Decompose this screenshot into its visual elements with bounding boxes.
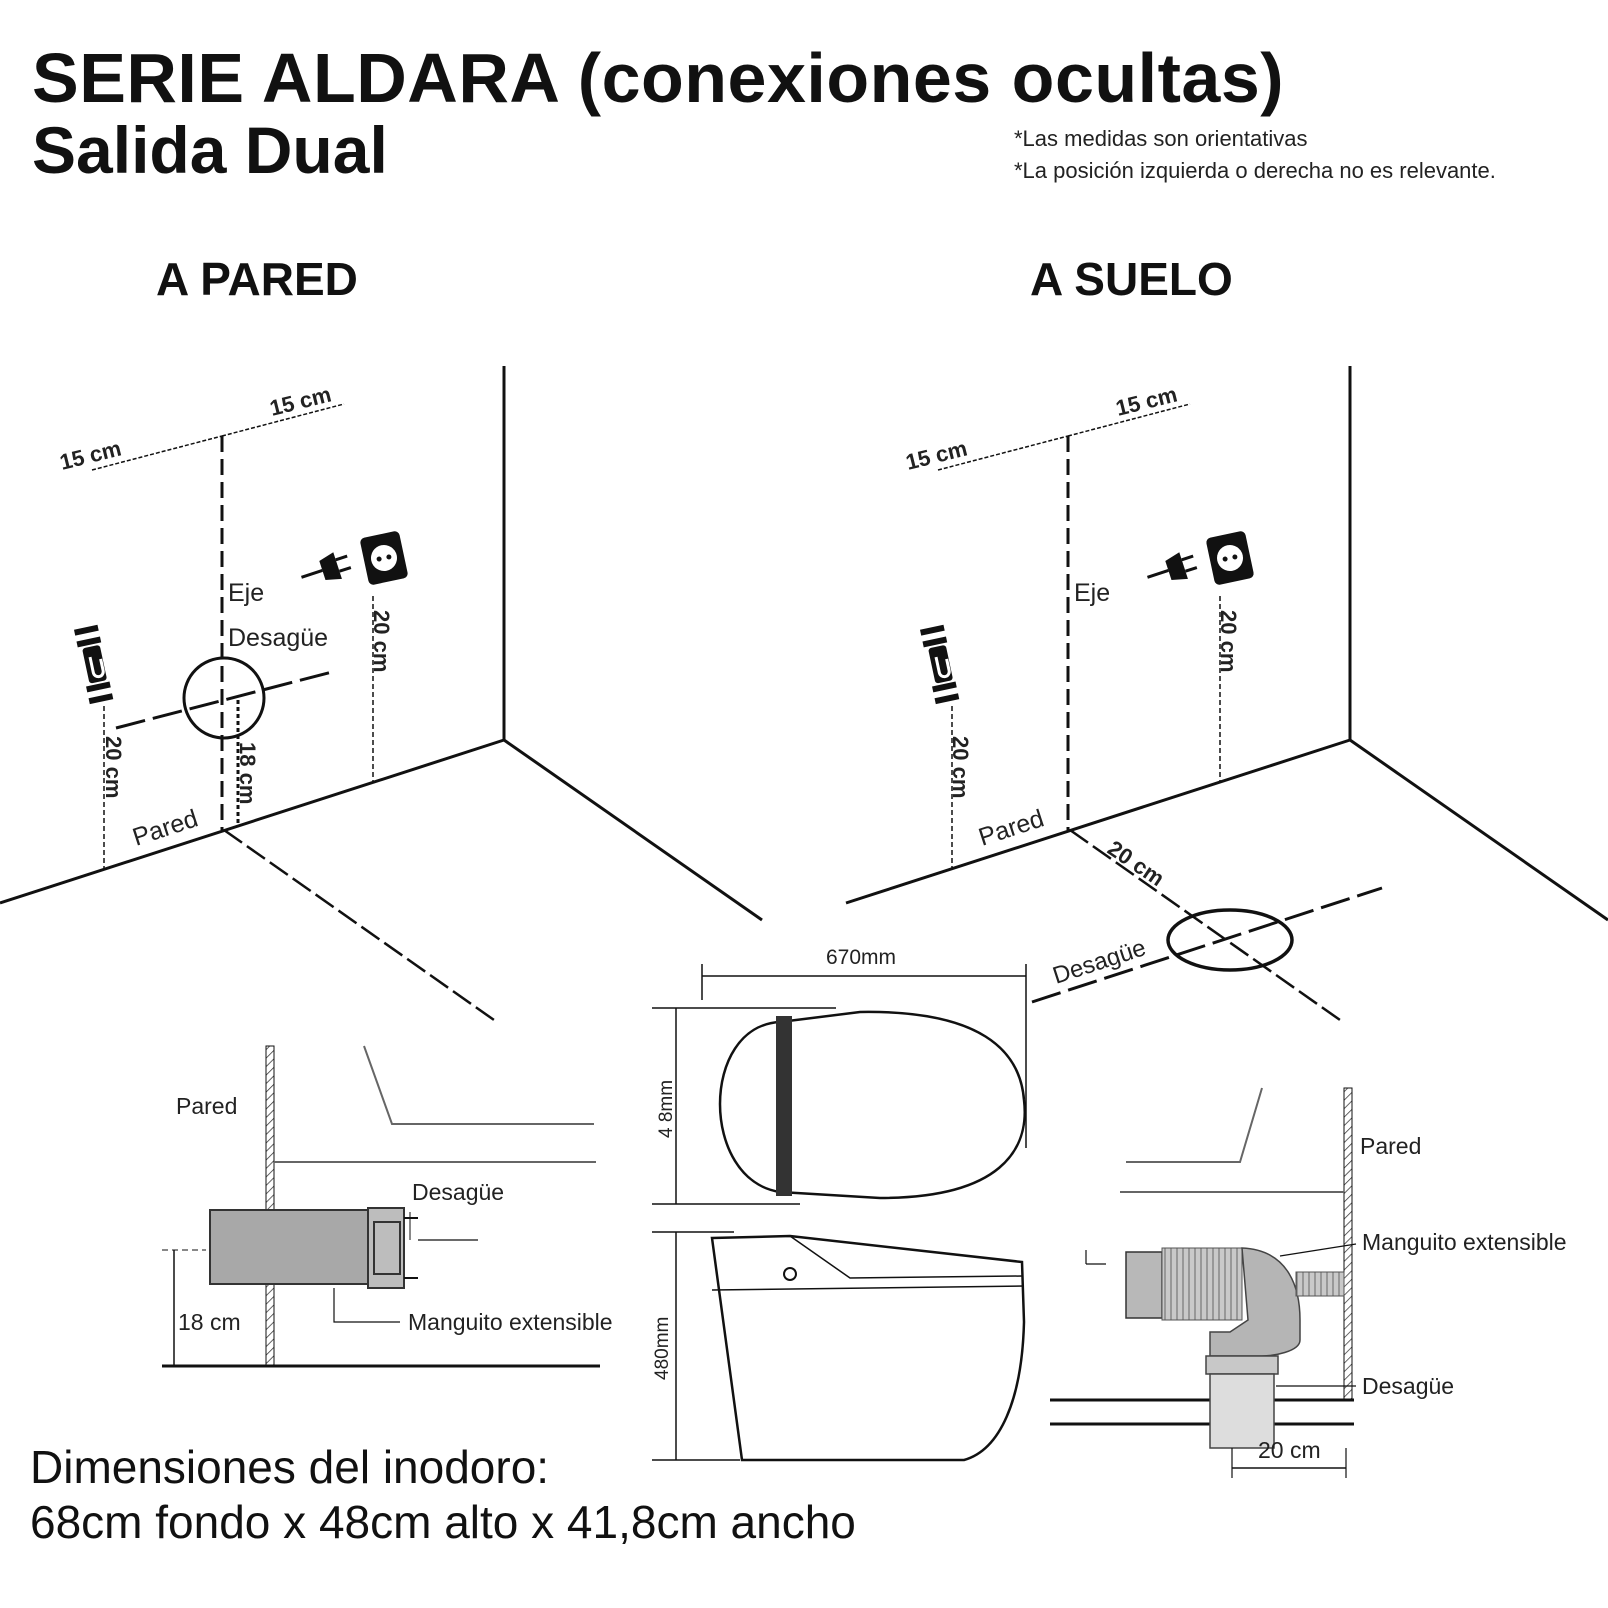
wall-drain-label: Desagüe (228, 624, 328, 652)
wall-axis-label: Eje (228, 579, 264, 607)
floor-detail-distance-label: 20 cm (1258, 1437, 1321, 1463)
floor-axis-label: Eje (1074, 579, 1110, 607)
note-orientative: *Las medidas son orientativas (1014, 126, 1308, 151)
dimensions-value: 68cm fondo x 48cm alto x 41,8cm ancho (30, 1496, 856, 1548)
page-subtitle: Salida Dual (32, 113, 388, 187)
wall-socket-height: 20 cm (369, 610, 394, 672)
wall-room-sketch (0, 366, 763, 1022)
section-title-wall: A PARED (156, 253, 358, 305)
floor-top-left-measure: 15 cm (903, 436, 970, 475)
wall-detail-drain-label: Desagüe (412, 1179, 504, 1205)
floor-room-sketch (845, 366, 1608, 1022)
tap-icon (919, 624, 960, 705)
wall-floor-label: Pared (129, 804, 201, 851)
wall-detail-wall-label: Pared (176, 1093, 237, 1119)
wall-outlet-detail (162, 1045, 600, 1368)
wall-drain-height: 18 cm (235, 742, 260, 804)
page-title: SERIE ALDARA (conexiones ocultas) (32, 39, 1285, 117)
toilet-side-view (652, 1231, 1026, 1462)
plug-icon (301, 552, 352, 580)
dimensions-label: Dimensiones del inodoro: (30, 1441, 550, 1493)
floor-detail-sleeve-label: Manguito extensible (1362, 1229, 1567, 1255)
toilet-top-view (652, 964, 1027, 1205)
plug-icon (1147, 552, 1198, 580)
toilet-height-label: 480mm (652, 1317, 673, 1380)
wall-tap-height: 20 cm (101, 736, 126, 798)
floor-tap-height: 20 cm (948, 736, 973, 798)
floor-drain-label: Desagüe (1050, 934, 1150, 989)
floor-drain-distance: 20 cm (1103, 835, 1169, 891)
floor-outlet-detail (1050, 1087, 1357, 1478)
toilet-length-label: 670mm (826, 946, 896, 969)
wall-top-left-measure: 15 cm (57, 436, 124, 475)
floor-detail-drain-label: Desagüe (1362, 1373, 1454, 1399)
wall-detail-sleeve-label: Manguito extensible (408, 1309, 613, 1335)
floor-detail-wall-label: Pared (1360, 1133, 1421, 1159)
toilet-width-label: 4 8mm (656, 1080, 677, 1138)
socket-icon (1206, 531, 1254, 585)
floor-socket-height: 20 cm (1216, 610, 1241, 672)
note-position: *La posición izquierda o derecha no es r… (1014, 158, 1496, 183)
wall-detail-height-label: 18 cm (178, 1309, 241, 1335)
socket-icon (360, 531, 408, 585)
section-title-floor: A SUELO (1030, 253, 1233, 305)
tap-icon (73, 624, 114, 705)
floor-wall-label: Pared (975, 804, 1047, 851)
